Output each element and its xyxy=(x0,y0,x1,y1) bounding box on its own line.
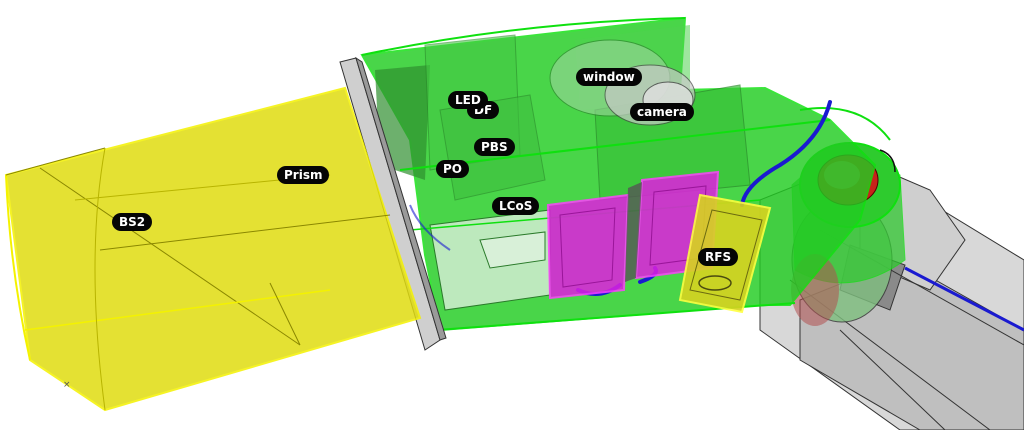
svg-text:×: × xyxy=(63,380,71,390)
label-window: window xyxy=(576,68,642,86)
label-prism: Prism xyxy=(277,166,330,184)
label-bs2: BS2 xyxy=(112,213,153,231)
label-camera: camera xyxy=(630,103,694,121)
label-po: PO xyxy=(436,160,469,178)
grey-plate xyxy=(339,56,447,351)
label-led: LED xyxy=(448,91,488,109)
label-pbs: PBS xyxy=(474,138,515,156)
yellow-prism: × xyxy=(4,86,422,412)
label-rfs: RFS xyxy=(698,248,739,266)
label-lcos: LCoS xyxy=(492,197,540,215)
